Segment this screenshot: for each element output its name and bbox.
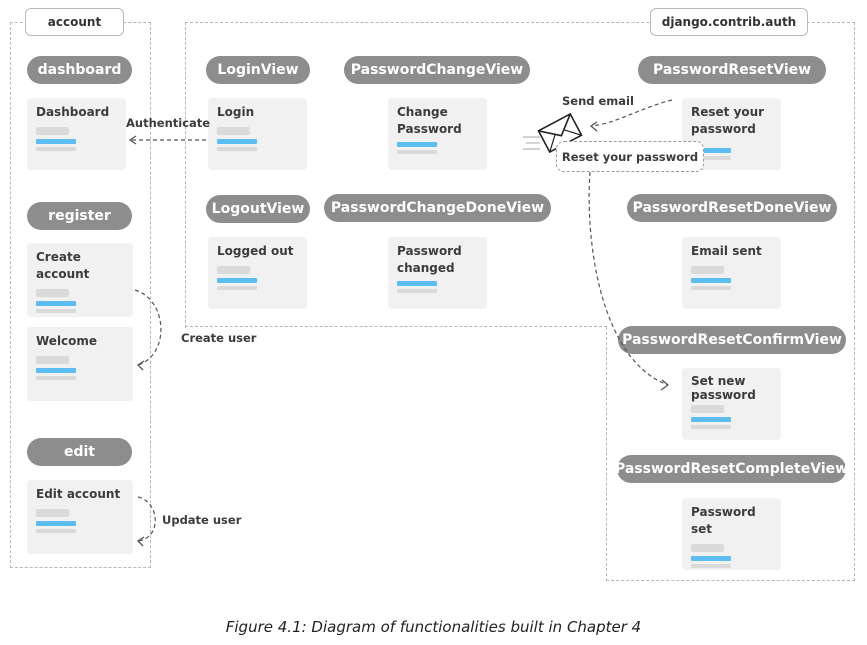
placeholder-line (691, 564, 731, 568)
authenticate-label: Authenticate (126, 116, 211, 130)
logged-out-card: Logged out (208, 237, 307, 309)
dashboard-card-title: Dashboard (36, 105, 110, 119)
update-user-label: Update user (162, 513, 242, 527)
set-new-password-card: Set new password (682, 368, 781, 440)
dashboard-card: Dashboard (27, 98, 126, 170)
login-view-pill: LoginView (206, 56, 310, 84)
create-user-label: Create user (181, 331, 257, 345)
accent-bar (36, 139, 76, 144)
placeholder-line (691, 266, 724, 274)
placeholder-line (36, 529, 76, 533)
set-new-password-card-title: Set new password (691, 374, 756, 402)
auth-region-top (185, 22, 855, 328)
placeholder-line (397, 150, 437, 154)
placeholder-line (217, 147, 257, 151)
password-reset-complete-view-pill: PasswordResetCompleteView (615, 455, 848, 483)
auth-region-divider (185, 326, 607, 327)
welcome-card-title: Welcome (36, 334, 98, 348)
create-user-arrowhead (136, 360, 145, 371)
login-card: Login (208, 98, 307, 170)
email-sent-card: Email sent (682, 237, 781, 309)
password-reset-view-pill: PasswordResetView (638, 56, 826, 84)
placeholder-line (691, 425, 731, 429)
placeholder-line (691, 156, 731, 160)
create-user-arrow (134, 289, 162, 366)
password-set-card: Password set (682, 498, 781, 570)
accent-bar (691, 556, 731, 561)
change-password-card-title: Change Password (397, 105, 462, 136)
accent-bar (691, 148, 731, 153)
accent-bar (397, 142, 437, 147)
accent-bar (217, 278, 257, 283)
edit-account-card: Edit account (27, 480, 133, 554)
accent-bar (397, 281, 437, 286)
password-set-card-title: Password set (691, 505, 756, 536)
reset-password-bubble: Reset your password (556, 141, 704, 172)
accent-bar (691, 278, 731, 283)
accent-bar (36, 301, 76, 306)
placeholder-line (36, 356, 69, 364)
reset-password-card: Reset your password (682, 98, 781, 170)
password-change-view-pill: PasswordChangeView (344, 56, 530, 84)
change-password-card: Change Password (388, 98, 487, 170)
authenticate-arrowhead (128, 135, 137, 145)
auth-region-label: django.contrib.auth (650, 8, 808, 36)
email-sent-card-title: Email sent (691, 244, 762, 258)
login-card-title: Login (217, 105, 255, 119)
send-email-label: Send email (562, 94, 634, 108)
welcome-card: Welcome (27, 327, 133, 401)
dashboard-pill: dashboard (27, 56, 132, 84)
placeholder-line (36, 509, 69, 517)
logged-out-card-title: Logged out (217, 244, 294, 258)
create-account-card: Create account (27, 243, 133, 317)
placeholder-line (691, 544, 724, 552)
placeholder-line (691, 405, 724, 413)
update-user-arrowhead (136, 536, 145, 547)
placeholder-line (397, 289, 437, 293)
auth-region-bottom (606, 327, 855, 581)
send-email-arrow (590, 99, 673, 127)
reset-password-card-title: Reset your password (691, 105, 765, 136)
account-region-label: account (25, 8, 124, 36)
password-reset-done-view-pill: PasswordResetDoneView (627, 194, 837, 222)
password-changed-card: Password changed (388, 237, 487, 309)
password-reset-confirm-view-pill: PasswordResetConfirmView (618, 326, 846, 354)
edit-pill: edit (27, 438, 132, 466)
update-user-arrow (137, 496, 156, 542)
placeholder-line (36, 309, 76, 313)
accent-bar (691, 417, 731, 422)
accent-bar (217, 139, 257, 144)
accent-bar (36, 368, 76, 373)
placeholder-line (36, 147, 76, 151)
figure-caption: Figure 4.1: Diagram of functionalities b… (225, 618, 642, 636)
register-pill: register (27, 202, 132, 230)
logout-view-pill: LogoutView (206, 195, 310, 223)
placeholder-line (36, 376, 76, 380)
password-changed-card-title: Password changed (397, 244, 462, 275)
send-email-arrowhead (589, 121, 598, 132)
password-change-done-view-pill: PasswordChangeDoneView (324, 194, 551, 222)
placeholder-line (217, 286, 257, 290)
confirm-link-arrowhead (660, 379, 670, 391)
placeholder-line (217, 127, 250, 135)
placeholder-line (691, 286, 731, 290)
accent-bar (36, 521, 76, 526)
placeholder-line (36, 289, 69, 297)
confirm-link-arrow (588, 171, 669, 386)
create-account-card-title: Create account (36, 250, 90, 281)
edit-account-card-title: Edit account (36, 487, 121, 501)
placeholder-line (36, 127, 69, 135)
placeholder-line (217, 266, 250, 274)
